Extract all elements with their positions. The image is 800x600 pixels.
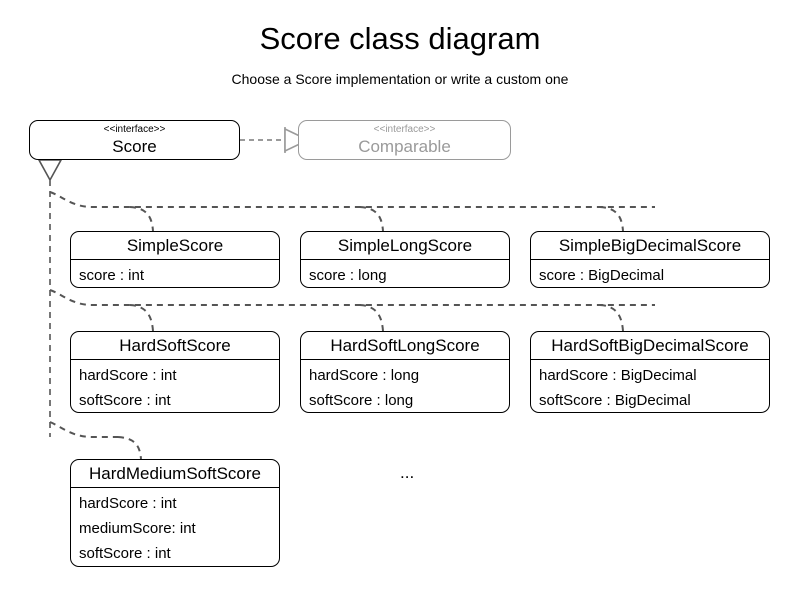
compartment-divider xyxy=(531,259,769,260)
node-hard-medium-soft-score-namebox: HardMediumSoftScore xyxy=(71,460,279,487)
attribute: score : BigDecimal xyxy=(539,267,665,284)
compartment-divider xyxy=(71,259,279,260)
attribute: score : int xyxy=(79,267,145,284)
node-simple-score-attributes: score : int xyxy=(71,260,279,287)
node-hard-soft-long-score-name: HardSoftLongScore xyxy=(330,336,480,355)
node-comparable-namebox: <<interface>> Comparable xyxy=(299,121,510,157)
node-hard-medium-soft-score-name: HardMediumSoftScore xyxy=(89,464,261,483)
attribute: hardScore : int xyxy=(79,495,177,512)
node-simple-big-decimal-score-name: SimpleBigDecimalScore xyxy=(558,236,742,255)
more-classes-ellipsis: ... xyxy=(400,463,415,482)
node-simple-long-score-namebox: SimpleLongScore xyxy=(301,232,509,259)
attribute: softScore : BigDecimal xyxy=(539,392,691,409)
node-simple-big-decimal-score-namebox: SimpleBigDecimalScore xyxy=(531,232,769,259)
node-score-name: Score xyxy=(112,137,157,156)
node-hard-soft-big-decimal-score-attributes: hardScore : BigDecimal softScore : BigDe… xyxy=(531,360,769,412)
inheritance-drops-row1 xyxy=(129,206,624,232)
node-comparable[interactable]: <<interface>> Comparable xyxy=(298,120,511,160)
inheritance-branch-row1 xyxy=(49,191,655,208)
attribute: hardScore : int xyxy=(79,367,177,384)
node-comparable-name: Comparable xyxy=(358,137,451,156)
node-score-namebox: <<interface>> Score xyxy=(30,121,239,157)
node-hard-soft-score-name: HardSoftScore xyxy=(119,336,231,355)
node-hard-soft-score[interactable]: HardSoftScore hardScore : int softScore … xyxy=(70,331,280,413)
attribute: softScore : int xyxy=(79,392,171,409)
node-simple-big-decimal-score-attributes: score : BigDecimal xyxy=(531,260,769,287)
node-hard-soft-big-decimal-score-namebox: HardSoftBigDecimalScore xyxy=(531,332,769,359)
page-title: Score class diagram xyxy=(259,21,541,56)
attribute: hardScore : long xyxy=(309,367,420,384)
node-score[interactable]: <<interface>> Score xyxy=(29,120,240,160)
node-simple-score-namebox: SimpleScore xyxy=(71,232,279,259)
node-simple-long-score-attributes: score : long xyxy=(301,260,509,287)
node-hard-soft-big-decimal-score-name: HardSoftBigDecimalScore xyxy=(551,336,749,355)
node-hard-soft-long-score[interactable]: HardSoftLongScore hardScore : long softS… xyxy=(300,331,510,413)
attribute: mediumScore: int xyxy=(79,520,196,537)
compartment-divider xyxy=(71,487,279,488)
node-simple-long-score-name: SimpleLongScore xyxy=(337,236,473,255)
compartment-divider xyxy=(531,359,769,360)
attribute: softScore : int xyxy=(79,545,171,562)
node-hard-soft-big-decimal-score[interactable]: HardSoftBigDecimalScore hardScore : BigD… xyxy=(530,331,770,413)
node-comparable-stereotype: <<interface>> xyxy=(373,124,436,135)
node-hard-soft-score-attributes: hardScore : int softScore : int xyxy=(71,360,279,412)
node-hard-medium-soft-score[interactable]: HardMediumSoftScore hardScore : int medi… xyxy=(70,459,280,567)
node-simple-score-name: SimpleScore xyxy=(126,236,224,255)
attribute: softScore : long xyxy=(309,392,414,409)
inheritance-drops-row2 xyxy=(129,304,624,332)
compartment-divider xyxy=(71,359,279,360)
node-score-stereotype: <<interface>> xyxy=(103,124,166,135)
generalization-triangle xyxy=(37,159,63,182)
compartment-divider xyxy=(301,259,509,260)
attribute: hardScore : BigDecimal xyxy=(539,367,697,384)
attribute: score : long xyxy=(309,267,387,284)
node-simple-long-score[interactable]: SimpleLongScore score : long xyxy=(300,231,510,288)
node-hard-soft-long-score-namebox: HardSoftLongScore xyxy=(301,332,509,359)
node-hard-soft-score-namebox: HardSoftScore xyxy=(71,332,279,359)
node-hard-medium-soft-score-attributes: hardScore : int mediumScore: int softSco… xyxy=(71,488,279,566)
inheritance-branch-row2 xyxy=(49,289,655,306)
node-simple-score[interactable]: SimpleScore score : int xyxy=(70,231,280,288)
inheritance-branch-row3 xyxy=(49,421,142,460)
page-subtitle: Choose a Score implementation or write a… xyxy=(231,71,569,87)
node-hard-soft-long-score-attributes: hardScore : long softScore : long xyxy=(301,360,509,412)
compartment-divider xyxy=(301,359,509,360)
node-simple-big-decimal-score[interactable]: SimpleBigDecimalScore score : BigDecimal xyxy=(530,231,770,288)
